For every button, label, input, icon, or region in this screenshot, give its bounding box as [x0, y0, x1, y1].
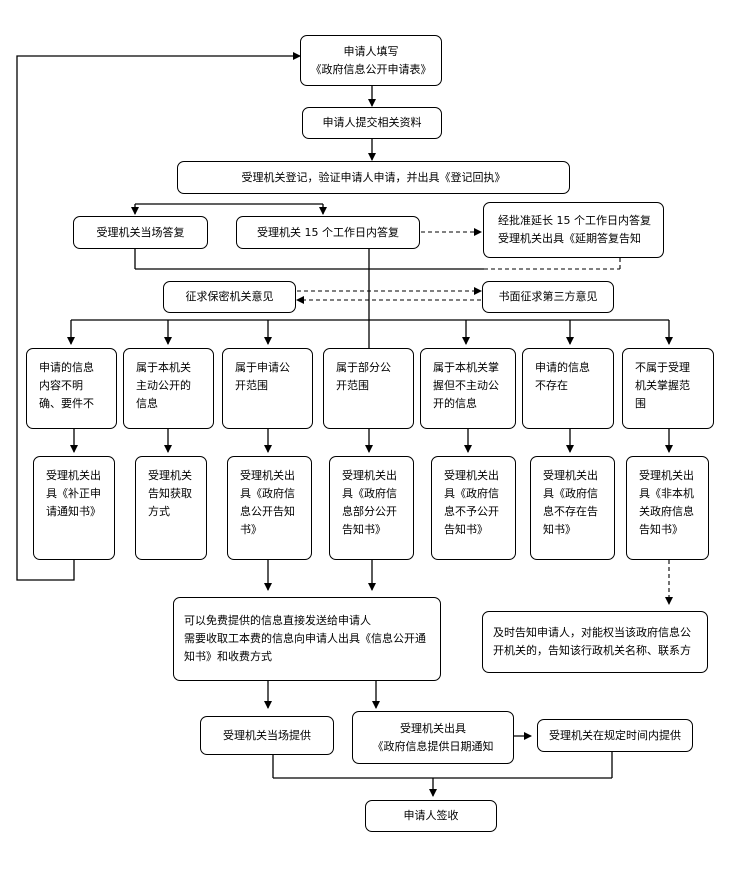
- node-provide-within-time: 受理机关在规定时间内提供: [537, 719, 693, 752]
- node-fill-application-form: 申请人填写 《政府信息公开申请表》: [300, 35, 442, 86]
- node-consult-third-party: 书面征求第三方意见: [482, 281, 614, 313]
- node-15-day-reply: 受理机关 15 个工作日内答复: [236, 216, 420, 249]
- node-result-disclosure-notice: 受理机关出 具《政府信 息公开告知 书》: [227, 456, 312, 560]
- node-provide-information: 可以免费提供的信息直接发送给申请人 需要收取工本费的信息向申请人出具《信息公开通…: [173, 597, 441, 681]
- node-result-access-method: 受理机关 告知获取 方式: [135, 456, 207, 560]
- node-immediate-reply: 受理机关当场答复: [73, 216, 208, 249]
- node-provide-date-notice: 受理机关出具 《政府信息提供日期通知: [352, 711, 514, 764]
- node-applicant-sign: 申请人签收: [365, 800, 497, 832]
- node-result-not-this-agency-notice: 受理机关出 具《非本机 关政府信息 告知书》: [626, 456, 709, 560]
- node-result-nonexistent-notice: 受理机关出 具《政府信 息不存在告 知书》: [530, 456, 615, 560]
- node-result-correction-notice: 受理机关出 具《补正申 请通知书》: [33, 456, 115, 560]
- node-register-verify: 受理机关登记，验证申请人申请，并出具《登记回执》: [177, 161, 570, 194]
- node-case-nonexistent: 申请的信息 不存在: [522, 348, 614, 429]
- node-case-unclear: 申请的信息 内容不明 确、要件不: [26, 348, 117, 429]
- node-result-nondisclosure-notice: 受理机关出 具《政府信 息不予公开 告知书》: [431, 456, 516, 560]
- node-case-not-proactive: 属于本机关掌 握但不主动公 开的信息: [420, 348, 516, 429]
- loopback-line: [16, 52, 301, 581]
- node-submit-materials: 申请人提交相关资料: [302, 107, 442, 139]
- node-inform-applicant: 及时告知申请人，对能权当该政府信息公 开机关的，告知该行政机关名称、联系方: [482, 611, 708, 673]
- node-consult-confidential: 征求保密机关意见: [163, 281, 296, 313]
- node-case-partial: 属于部分公 开范围: [323, 348, 414, 429]
- node-provide-on-spot: 受理机关当场提供: [200, 716, 334, 755]
- node-extension-reply: 经批准延长 15 个工作日内答复 受理机关出具《延期答复告知: [483, 202, 664, 258]
- node-case-disclosable: 属于申请公 开范围: [222, 348, 313, 429]
- node-case-proactive: 属于本机关 主动公开的 信息: [123, 348, 214, 429]
- node-case-out-of-scope: 不属于受理 机关掌握范 围: [622, 348, 714, 429]
- node-result-partial-notice: 受理机关出 具《政府信 息部分公开 告知书》: [329, 456, 414, 560]
